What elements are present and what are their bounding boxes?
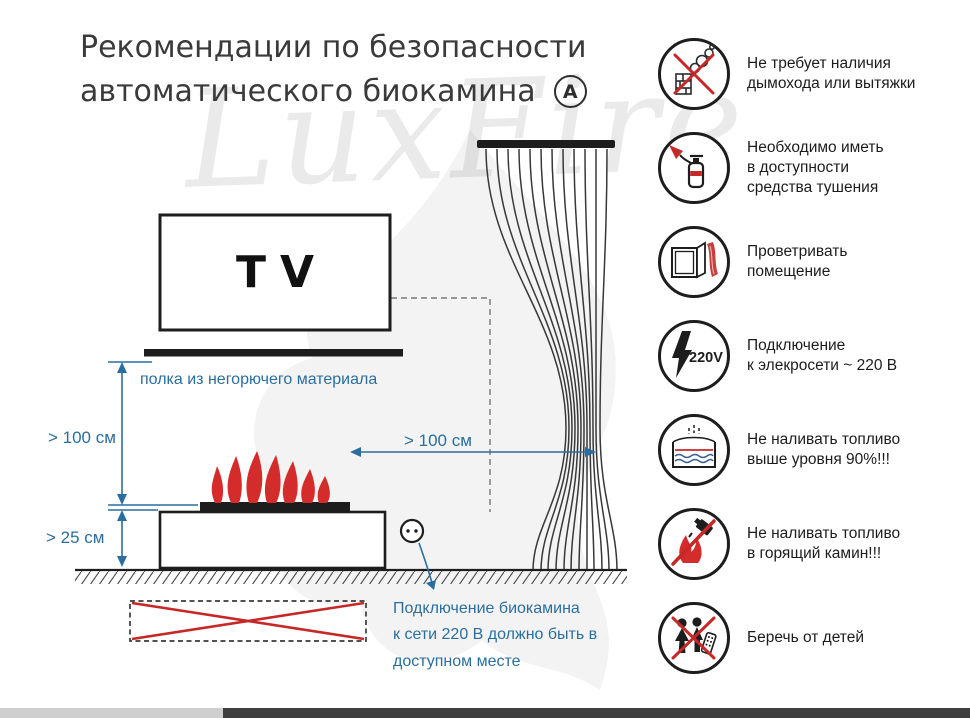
dimension-base-height-label: > 25 см [46, 528, 105, 547]
no-chimney-icon [658, 38, 730, 110]
rule-text: Не требует наличия дымохода или вытяжки [747, 54, 916, 92]
rule-text: Проветривать помещение [747, 242, 848, 280]
dashed-guide-line [391, 297, 491, 512]
rule-text: Не наливать топливо выше уровня 90%!!! [747, 430, 901, 468]
fireplace-base [158, 510, 387, 570]
bottom-edge-strip [0, 708, 970, 718]
curtain-rod [477, 140, 615, 148]
page-title: Рекомендации по безопасности автоматичес… [80, 30, 587, 109]
rule-no-refuel-burning: Не наливать топливо в горящий камин!!! [656, 497, 968, 591]
shelf [144, 349, 403, 357]
outlet-pointer-arrow [418, 542, 433, 584]
biofireplace [158, 451, 387, 570]
rule-ventilation: Проветривать помещение [656, 215, 968, 309]
outlet-note: Подключение биокамина к сети 220 В должн… [393, 600, 598, 670]
flames [211, 451, 330, 503]
fuel-level-icon [658, 414, 730, 486]
keep-from-children-icon [658, 602, 730, 674]
rule-power-220v: 220V Подключение к элекросети ~ 220 В [656, 309, 968, 403]
power-220v-icon: 220V [658, 320, 730, 392]
title-line1: Рекомендации по безопасности [80, 30, 587, 65]
tv-label: TV [235, 247, 329, 298]
lightning-bolt [672, 331, 692, 378]
shelf-material-note: полка из негорючего материала [140, 371, 378, 388]
dimension-arrowheads [117, 362, 596, 590]
rule-no-chimney: Не требует наличия дымохода или вытяжки [656, 27, 968, 121]
ventilation-icon [658, 226, 730, 298]
tv-outline [158, 213, 392, 332]
extinguisher-icon [658, 132, 730, 204]
fireplace-diagram [75, 140, 627, 642]
floor [75, 568, 627, 584]
rule-text: Беречь от детей [747, 628, 865, 646]
power-outlet [399, 518, 425, 544]
rule-text: Необходимо иметь в доступности средства … [747, 138, 884, 197]
power-voltage-label: 220V [689, 350, 723, 366]
rule-text: Подключение к элекросети ~ 220 В [747, 336, 898, 374]
rule-fuel-level: Не наливать топливо выше уровня 90%!!! [656, 403, 968, 497]
dimension-lines [108, 361, 586, 584]
class-a-badge: A [553, 75, 587, 108]
safety-rules-list: Не требует наличия дымохода или вытяжки … [656, 27, 968, 685]
title-line2: автоматического биокамина [80, 74, 536, 109]
dimension-to-curtain-label: > 100 см [404, 431, 472, 450]
rule-extinguisher: Необходимо иметь в доступности средства … [656, 121, 968, 215]
burner [200, 502, 350, 512]
rule-keep-from-children: Беречь от детей [656, 591, 968, 685]
dimension-shelf-to-burner-label: > 100 см [48, 428, 116, 447]
rug-crossed-out [129, 600, 367, 642]
no-refuel-burning-icon [658, 508, 730, 580]
rule-text: Не наливать топливо в горящий камин!!! [747, 524, 901, 562]
curtain [477, 140, 618, 572]
